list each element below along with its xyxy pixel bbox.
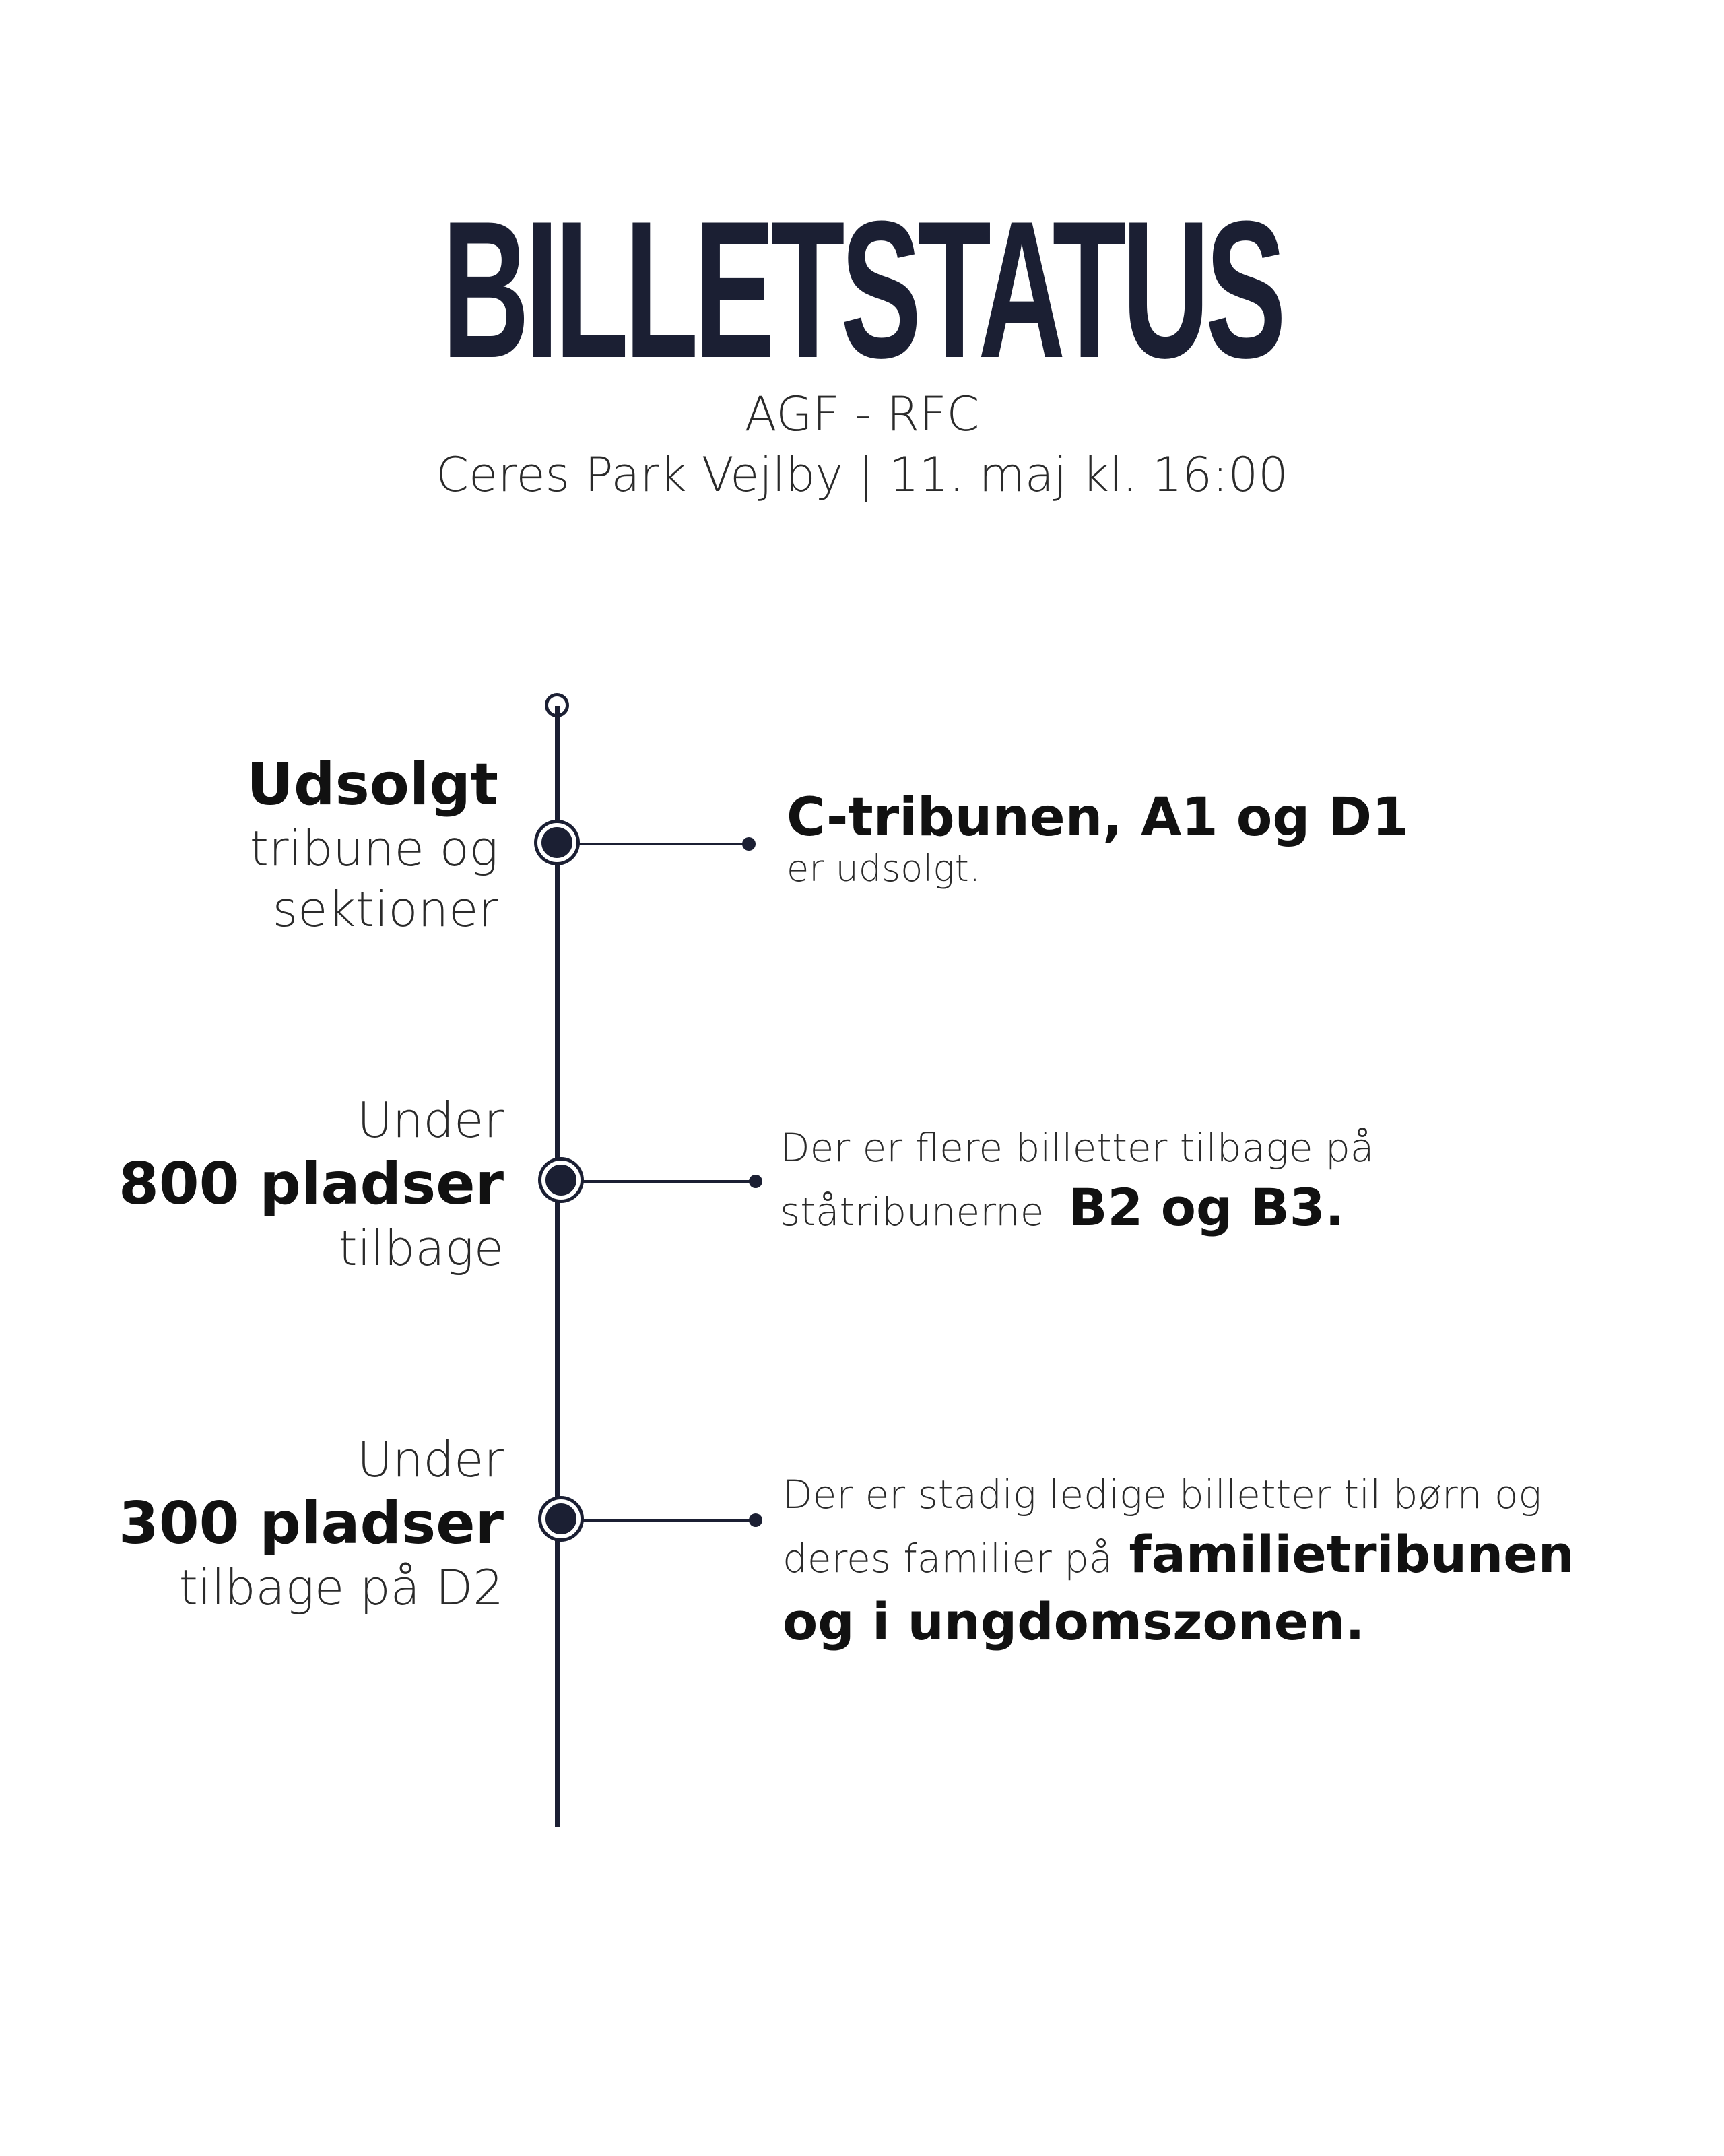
timeline-node-1	[537, 823, 576, 862]
status-prefix: Under	[357, 1092, 504, 1148]
availability-highlight: B2 og B3.	[1068, 1177, 1345, 1237]
status-heading: 800 pladser	[118, 1150, 504, 1218]
timeline-connector-dot-3	[749, 1513, 762, 1527]
timeline-item-3-left: Under 300 pladser tilbage på D2	[119, 1429, 504, 1618]
timeline-item-2-left: Under 800 pladser tilbage	[119, 1090, 504, 1278]
timeline-item-3-right: Der er stadig ledige billetter til børn …	[783, 1465, 1574, 1656]
match-label: AGF - RFC	[744, 387, 980, 442]
availability-text: Der er stadig ledige billetter til børn …	[783, 1472, 1542, 1517]
timeline-node-2	[541, 1161, 581, 1200]
timeline-item-1-right: C-tribunen, A1 og D1 er udsolgt.	[787, 787, 1408, 889]
availability-text: ståtribunerne	[780, 1189, 1045, 1235]
timeline-item-2-right: Der er flere billetter tilbage på ståtri…	[780, 1118, 1374, 1241]
timeline-item-1-left: Udsolgt tribune og sektioner	[246, 751, 498, 940]
timeline-connector-3	[581, 1519, 754, 1522]
status-subtext: tribune og	[249, 820, 498, 877]
availability-line: ståtribunerne B2 og B3.	[780, 1177, 1374, 1241]
timeline-connector-1	[576, 843, 749, 845]
availability-highlight: og i ungdomszonen.	[783, 1592, 1365, 1652]
status-prefix: Under	[357, 1431, 504, 1488]
timeline-node-3	[541, 1499, 581, 1538]
timeline-connector-2	[581, 1180, 754, 1183]
timeline-connector-dot-2	[749, 1175, 762, 1188]
status-heading: 300 pladser	[118, 1490, 504, 1557]
status-subtext: tilbage på D2	[178, 1559, 504, 1616]
sections-note: er udsolgt.	[787, 847, 981, 890]
sections-heading: C-tribunen, A1 og D1	[787, 787, 1409, 848]
page-title: BILLETSTATUS	[442, 181, 1286, 399]
timeline-line	[555, 706, 560, 1827]
availability-text: Der er flere billetter tilbage på	[780, 1125, 1374, 1171]
availability-text: deres familier på	[783, 1536, 1113, 1581]
status-subtext: sektioner	[272, 881, 498, 938]
timeline-start-marker	[545, 693, 569, 717]
status-subtext: tilbage	[338, 1220, 504, 1276]
availability-highlight: familietribunen	[1129, 1524, 1574, 1584]
status-heading: Udsolgt	[246, 751, 498, 818]
timeline-connector-dot-1	[742, 837, 756, 851]
availability-line: deres familier på familietribunen	[783, 1524, 1574, 1588]
header: BILLETSTATUS AGF - RFC Ceres Park Vejlby…	[0, 181, 1724, 505]
venue-datetime: Ceres Park Vejlby | 11. maj kl. 16:00	[436, 447, 1288, 502]
